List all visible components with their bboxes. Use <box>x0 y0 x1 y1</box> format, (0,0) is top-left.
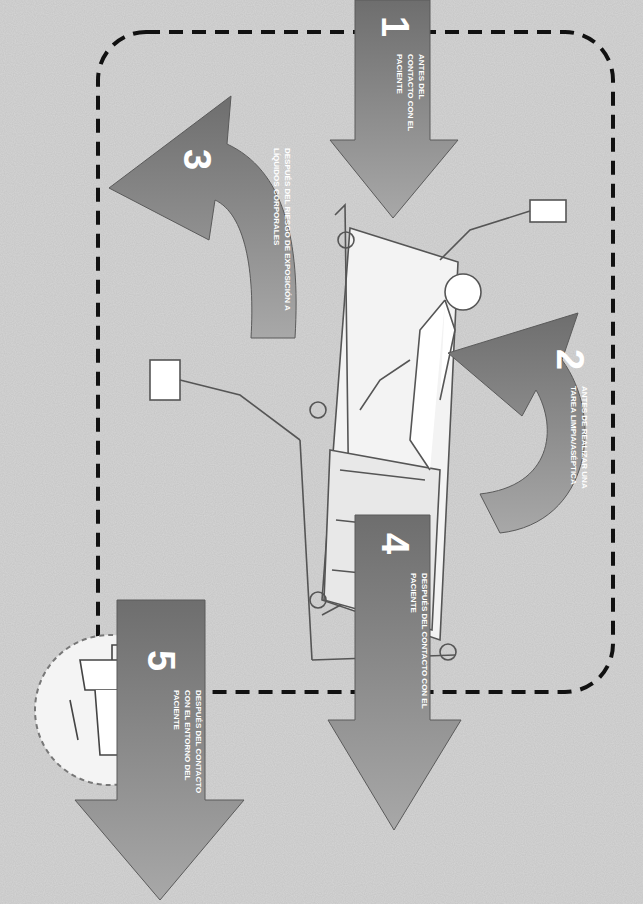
arrow-outline <box>75 600 244 900</box>
drain-bag <box>150 360 180 400</box>
arrow-outline <box>330 0 458 218</box>
patient-arm <box>360 360 410 410</box>
moment-text: DESPUÉS DEL CONTACTO CON EL ENTORNO DEL … <box>122 690 204 798</box>
moment-text: DESPUÉS DEL RIESGO DE EXPOSICIÓN A LÍQUI… <box>245 148 293 323</box>
moment-number: 1 <box>373 4 415 50</box>
moment-text: DESPUÉS DEL CONTACTO CON EL PACIENTE <box>360 573 430 713</box>
bed-wheel <box>440 644 456 660</box>
moment-text: ANTES DE REALIZAR UNA TAREA LIMPIA/ASÉPT… <box>540 386 590 498</box>
bed-wheel <box>338 232 354 248</box>
moment-arrow: 2ANTES DE REALIZAR UNA TAREA LIMPIA/ASÉP… <box>440 298 600 533</box>
patient-body <box>410 300 455 470</box>
arrow-shape <box>105 88 295 338</box>
moment-number: 4 <box>373 521 415 567</box>
bed-wheel <box>310 402 326 418</box>
moment-number: 3 <box>175 138 217 182</box>
arrow-outline <box>109 96 296 338</box>
drain-line <box>180 380 300 440</box>
arrow-outline <box>448 313 585 533</box>
iv-line <box>440 211 530 260</box>
moment-arrow: 3 DESPUÉS DEL RIESGO DE EXPOSICIÓN A LÍQU… <box>105 88 295 338</box>
arrow-outline <box>328 515 461 830</box>
moment-number: 5 <box>139 638 181 684</box>
arrow-shape <box>72 600 247 904</box>
moment-text: ANTES DEL CONTACTO CON EL PACIENTE <box>363 54 427 138</box>
moment-arrow: 5DESPUÉS DEL CONTACTO CON EL ENTORNO DEL… <box>72 600 247 904</box>
moment-arrow: 4DESPUÉS DEL CONTACTO CON EL PACIENTE <box>328 515 463 835</box>
patient-head <box>445 274 481 310</box>
arrow-shape <box>328 515 463 835</box>
moment-arrow: 1ANTES DEL CONTACTO CON EL PACIENTE <box>330 0 460 220</box>
moment-number: 2 <box>548 338 590 382</box>
bed-wheel <box>310 592 326 608</box>
iv-bag <box>530 200 566 222</box>
